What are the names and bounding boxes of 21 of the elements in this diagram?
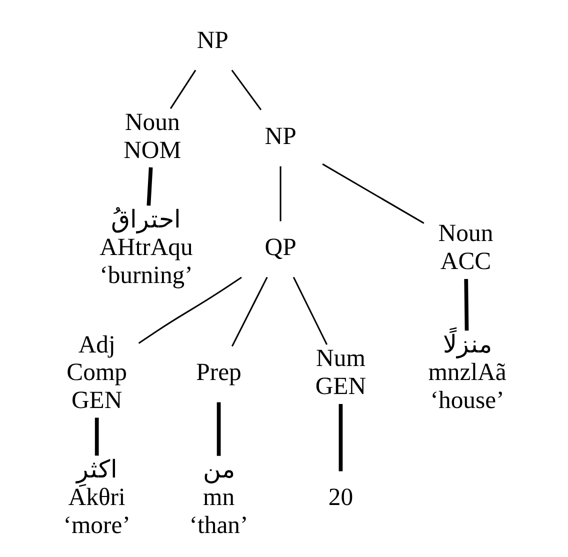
- node-text: Num GEN: [315, 345, 366, 400]
- node-text: QP: [264, 234, 296, 262]
- connector: [292, 276, 328, 345]
- connector: [280, 166, 282, 222]
- node-text: 20: [328, 484, 354, 512]
- connector: [138, 276, 242, 344]
- node-text: Prep: [196, 359, 242, 386]
- connector: [464, 278, 469, 331]
- node-text: NP: [264, 122, 296, 150]
- connector: [338, 404, 343, 472]
- connector: [216, 402, 221, 456]
- connector: [231, 70, 262, 110]
- connector: [94, 418, 99, 456]
- connector: [170, 70, 196, 109]
- node-text: Noun ACC: [438, 220, 494, 275]
- node-text: Noun NOM: [124, 109, 182, 164]
- connector: [322, 163, 424, 224]
- connector: [146, 167, 153, 206]
- node-text: Adj Comp GEN: [66, 331, 128, 414]
- connector: [231, 276, 268, 347]
- node-text: NP: [196, 27, 228, 54]
